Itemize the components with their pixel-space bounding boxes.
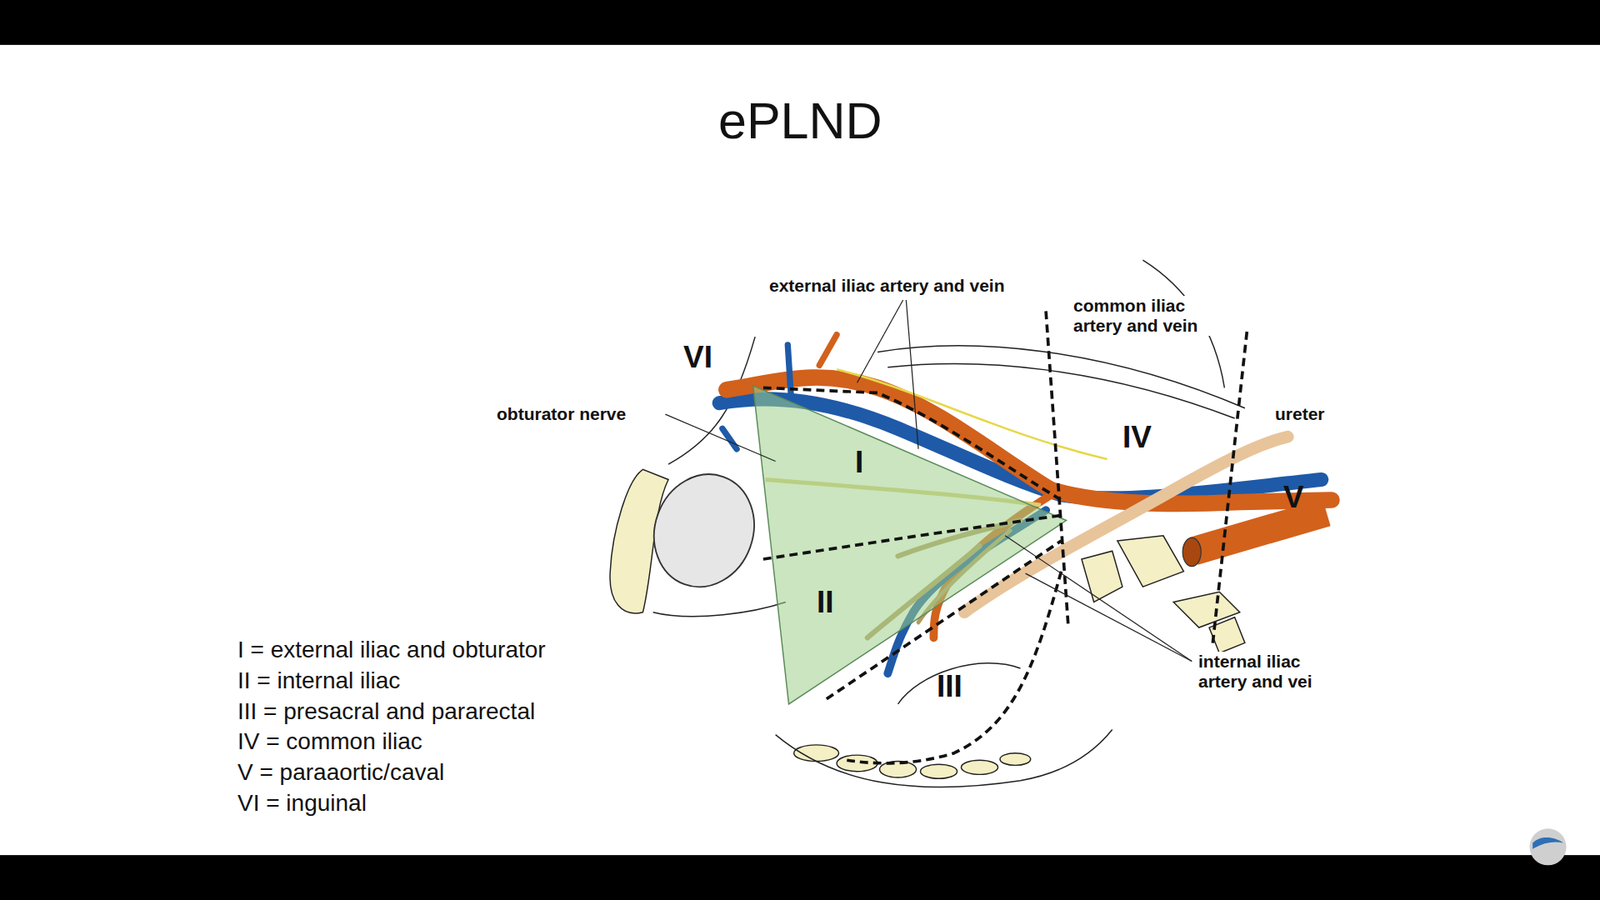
bottom-bar <box>0 855 1600 900</box>
bladder <box>638 460 770 601</box>
vessel-label: common iliac artery and vein <box>1071 295 1236 336</box>
leader-lines <box>665 300 1192 661</box>
aorta-cut-end <box>1182 537 1201 566</box>
key-entry: IV = common iliac <box>237 728 423 755</box>
region-number: I <box>855 445 864 480</box>
vessel-label: external iliac artery and vein <box>767 275 1006 296</box>
key-entry: II = internal iliac <box>237 667 400 695</box>
region-boundaries <box>763 310 1247 763</box>
region-number: II <box>816 585 835 620</box>
slide-title: ePLND <box>718 91 883 150</box>
top-bar <box>0 0 1600 45</box>
key-entry: VI = inguinal <box>237 790 367 817</box>
region-number: III <box>936 669 963 705</box>
region-number: IV <box>1122 420 1152 455</box>
region-number: V <box>1283 480 1305 515</box>
key-entry: III = presacral and pararectal <box>237 698 535 725</box>
ureter-label: ureter <box>1273 404 1327 425</box>
key-entry: V = paraaortic/caval <box>237 759 445 786</box>
key-entry: I = external iliac and obturator <box>237 636 546 664</box>
vessel-label: internal iliac artery and vei <box>1196 651 1345 692</box>
logo <box>1530 828 1567 865</box>
region-number: VI <box>683 340 713 375</box>
nerve-label: obturator nerve <box>495 404 628 425</box>
